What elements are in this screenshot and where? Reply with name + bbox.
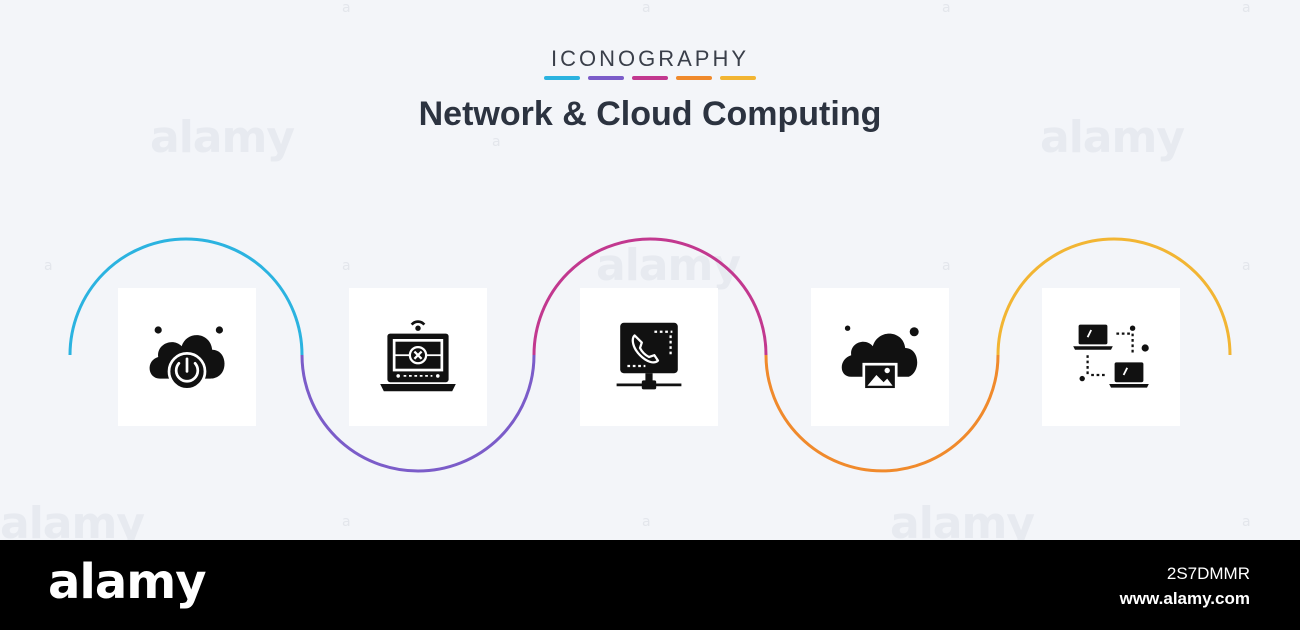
footer-bar: alamy 2S7DMMR www.alamy.com — [0, 540, 1300, 630]
stripe — [588, 76, 624, 80]
watermark: alamy — [150, 112, 295, 163]
watermark: a — [342, 258, 351, 274]
poster: alamy alamy alamy alamy alamy a a a a a … — [0, 0, 1251, 549]
watermark: a — [492, 134, 501, 150]
watermark: a — [942, 258, 951, 274]
wave-arc-3 — [532, 237, 768, 356]
watermark: alamy — [1040, 112, 1185, 163]
laptop-error-icon — [380, 320, 456, 392]
stripe — [632, 76, 668, 80]
stripe — [676, 76, 712, 80]
watermark: a — [1242, 258, 1251, 274]
watermark: alamy — [596, 240, 741, 291]
watermark: a — [1242, 0, 1251, 16]
kicker-label: ICONOGRAPHY — [550, 46, 750, 71]
wave-arc-1 — [68, 237, 304, 356]
stripe — [720, 76, 756, 80]
site-url[interactable]: www.alamy.com — [1119, 589, 1250, 608]
watermark: a — [342, 0, 351, 16]
cloud-power-icon — [149, 326, 225, 391]
watermark: a — [642, 0, 651, 16]
stripe — [544, 76, 580, 80]
icon-tile — [349, 288, 487, 426]
icon-tile — [118, 288, 256, 426]
watermark: a — [44, 258, 53, 274]
color-stripes — [544, 76, 756, 80]
watermark: a — [342, 514, 351, 530]
image-id: 2S7DMMR — [1166, 564, 1250, 583]
icon-tile — [1042, 288, 1180, 426]
watermark: a — [1242, 514, 1251, 530]
wave-arc-2 — [300, 354, 536, 473]
icon-tile — [580, 288, 718, 426]
wave-arc-5 — [996, 237, 1232, 356]
laptop-network-icon — [1073, 324, 1149, 388]
watermark: a — [642, 514, 651, 530]
brand-logo: alamy — [48, 554, 207, 610]
wave-connector — [68, 237, 1232, 473]
icon-tile — [811, 288, 949, 426]
watermark: a — [942, 0, 951, 16]
page-title: Network & Cloud Computing — [418, 95, 882, 133]
wave-arc-4 — [764, 354, 1000, 473]
phone-server-icon — [616, 322, 682, 390]
cloud-image-icon — [841, 325, 919, 391]
